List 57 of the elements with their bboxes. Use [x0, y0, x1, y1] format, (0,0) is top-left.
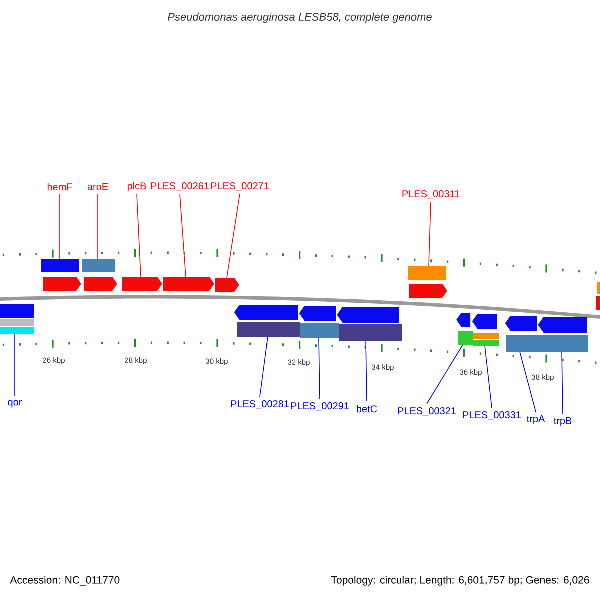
leader-line [484, 346, 492, 408]
feature-bar [300, 323, 339, 338]
leader-line [366, 340, 368, 402]
gene-label: PLES_00281 [231, 400, 289, 410]
gene-label: PLES_00331 [463, 412, 521, 420]
feature-bar [339, 324, 402, 341]
gene-label: aroE [88, 184, 108, 190]
leader-line [520, 352, 536, 412]
leader-line [180, 194, 186, 278]
feature-bar [597, 282, 600, 294]
gene-block [84, 277, 118, 291]
leader-line [136, 194, 142, 278]
gene-label: trpA [527, 416, 546, 424]
feature-bar [408, 266, 446, 280]
gene-block [538, 317, 588, 333]
genome-info-text: Topology: circular; Length: 6,601,757 bp; Genes: 6,026 [331, 576, 590, 586]
gene-block [163, 277, 214, 291]
gene-label: PLES_00261 [151, 182, 209, 192]
leader-line [426, 344, 464, 404]
gene-label: PLES_00311 [402, 190, 460, 200]
feature-bar [596, 296, 600, 310]
leader-line [226, 194, 240, 278]
gene-block [456, 313, 471, 327]
gene-label: betC [357, 405, 378, 413]
leader-line [260, 336, 268, 398]
gene-label: qor [8, 400, 22, 408]
feature-bar [0, 327, 34, 334]
leader-line [318, 338, 320, 400]
leader-line [14, 334, 16, 396]
feature-bar [458, 331, 473, 345]
feature-bar [41, 259, 79, 272]
feature-bar [0, 319, 34, 326]
gene-block [337, 307, 400, 323]
gene-block [234, 305, 298, 320]
feature-bar [506, 335, 588, 352]
gene-block [505, 316, 538, 331]
feature-bar [473, 333, 499, 339]
gene-label: PLES_00321 [398, 408, 456, 416]
gene-label: hemF [48, 183, 72, 191]
leader-line [428, 202, 432, 266]
gene-block [299, 306, 336, 321]
gene-block [409, 284, 448, 298]
gene-label: plcB [128, 182, 146, 192]
gene-label: trpB [554, 418, 572, 426]
feature-bar [473, 340, 499, 346]
feature-bar [237, 322, 300, 337]
gene-block [122, 277, 162, 291]
gene-label: PLES_00271 [211, 182, 269, 192]
gene-block [43, 277, 82, 291]
feature-bar [82, 259, 115, 272]
gene-block [215, 278, 240, 292]
title: Pseudomonas aeruginosa LESB58, complete genome [168, 12, 432, 24]
accession-text: Accession: NC_011770 [10, 576, 120, 586]
feature-bar [0, 304, 34, 318]
gene-block [472, 314, 498, 329]
leader-line [562, 352, 564, 414]
gene-label: PLES_00291 [291, 402, 349, 412]
